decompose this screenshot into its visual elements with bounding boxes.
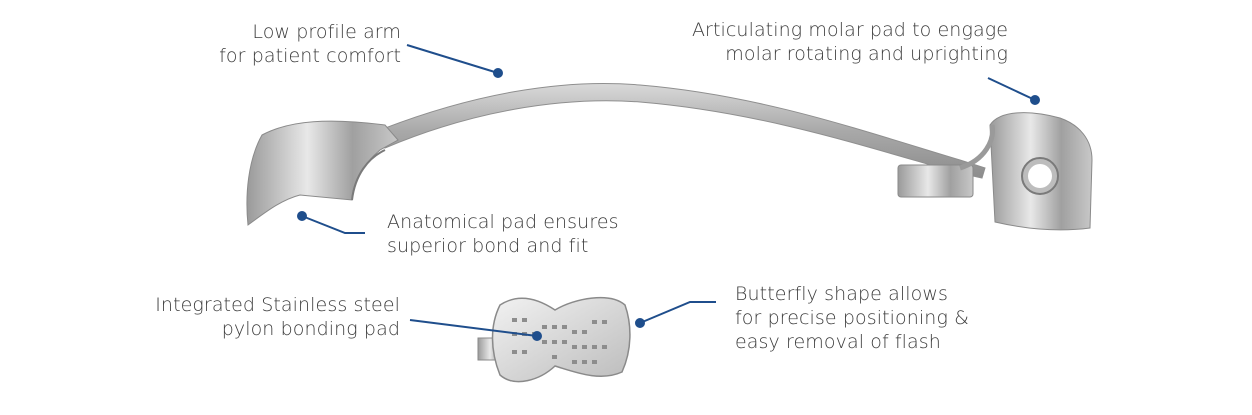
callout-line: Articulating molar pad to engage [691,19,1008,41]
callout-low-profile-arm: Low profile arm for patient comfort [185,20,401,68]
anatomical-pad-shape [246,120,399,226]
callout-articulating-molar-pad: Articulating molar pad to engage molar r… [630,18,1008,66]
callout-butterfly-shape: Butterfly shape allows for precise posit… [735,282,969,354]
callout-line: easy removal of flash [735,331,941,353]
molar-pad-shape [897,112,1093,231]
low-profile-arm-shape [379,83,986,179]
callout-line: for precise positioning & [735,307,969,329]
callout-line: Low profile arm [252,21,401,43]
callout-line: for patient comfort [219,45,401,67]
callout-line: Integrated Stainless steel [155,294,400,316]
butterfly-pad-shape [477,297,631,383]
callout-line: Anatomical pad ensures [387,211,619,233]
callout-integrated-pad: Integrated Stainless steel pylon bonding… [120,293,400,341]
callout-line: pylon bonding pad [221,318,400,340]
leader-lines [297,44,1040,341]
callout-line: superior bond and fit [387,235,589,257]
callout-anatomical-pad: Anatomical pad ensures superior bond and… [387,210,619,258]
callout-line: Butterfly shape allows [735,283,948,305]
callout-line: molar rotating and uprighting [725,43,1008,65]
